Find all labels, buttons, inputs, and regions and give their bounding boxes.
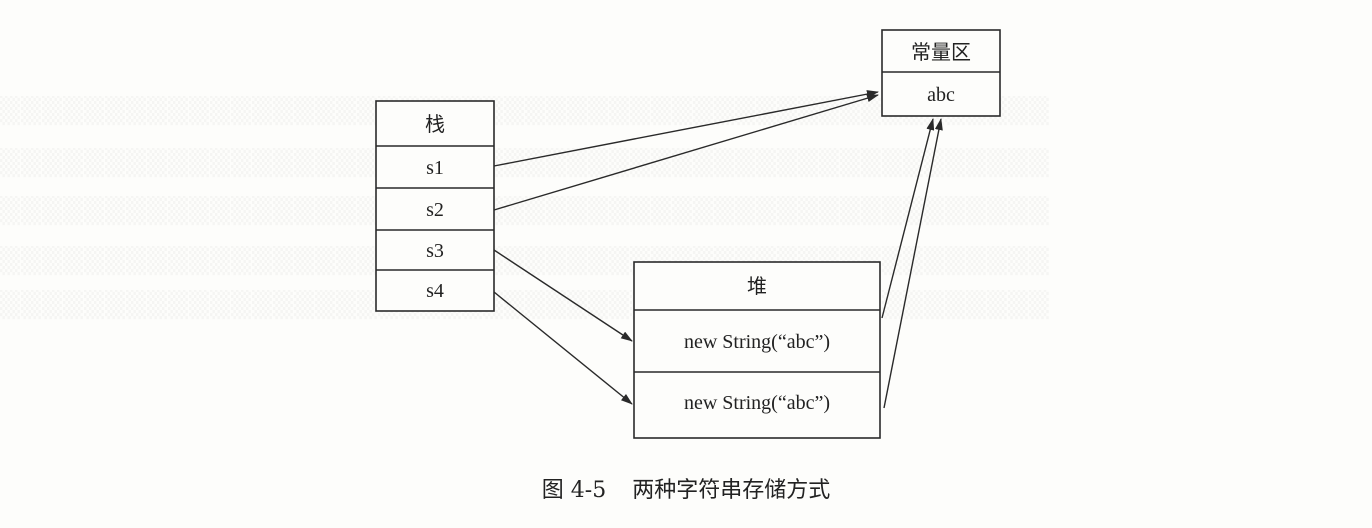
arrow-s1-to-constant-pool bbox=[493, 90, 879, 167]
heap-frame bbox=[633, 261, 881, 439]
arrow-s2-to-constant-pool bbox=[493, 94, 879, 211]
stack-box: 栈 s1 s2 s3 s4 bbox=[375, 100, 495, 312]
heap-cell-2: new String(“abc”) bbox=[684, 392, 830, 414]
figure-number: 图 4-5 bbox=[541, 478, 607, 503]
arrow-heap-cell-1-to-constant-pool bbox=[881, 118, 935, 319]
stack-cell-s4: s4 bbox=[426, 280, 444, 302]
figure-caption: 图 4-5 两种字符串存储方式 bbox=[0, 472, 1372, 504]
bleed-through-texture: ▒▒▒▒▒▒▒▒▒▒▒▒▒▒▒▒▒▒▒▒▒▒▒▒▒▒▒▒▒▒▒▒▒▒▒▒▒▒▒▒… bbox=[0, 148, 1050, 178]
constant-pool-frame bbox=[881, 29, 1001, 117]
constant-pool-box: 常量区 abc bbox=[881, 29, 1001, 117]
stack-cell-s3: s3 bbox=[426, 240, 444, 262]
arrow-s3-to-heap-cell-1 bbox=[493, 249, 633, 342]
constant-pool-cell-abc: abc bbox=[927, 84, 955, 106]
heap-box: 堆 new String(“abc”) new String(“abc”) bbox=[633, 261, 881, 439]
heap-title: 堆 bbox=[747, 274, 767, 298]
stack-frame bbox=[375, 100, 495, 312]
stack-cell-s2: s2 bbox=[426, 199, 444, 221]
stack-title: 栈 bbox=[425, 112, 445, 136]
stack-cell-s1: s1 bbox=[426, 157, 444, 179]
heap-cell-1: new String(“abc”) bbox=[684, 331, 830, 353]
arrow-s4-to-heap-cell-2 bbox=[493, 291, 633, 405]
figure-title: 两种字符串存储方式 bbox=[632, 478, 831, 503]
arrow-heap-cell-2-to-constant-pool bbox=[883, 118, 943, 409]
constant-pool-title: 常量区 bbox=[911, 40, 971, 64]
